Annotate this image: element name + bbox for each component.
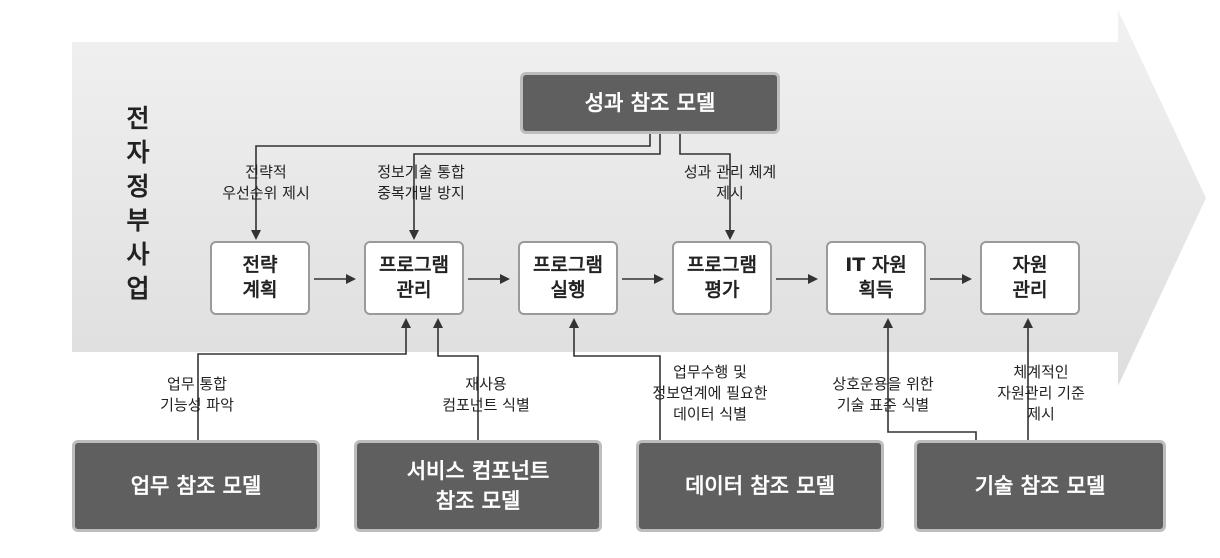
performance-reference-model: 성과 참조 모델 [520, 72, 780, 134]
perf-to-evaluation [679, 132, 735, 240]
note-performance-system: 성과 관리 체계 제시 [683, 163, 777, 202]
perf-to-program-mgmt [409, 132, 661, 240]
step-resource-management: 자원 관리 [980, 241, 1080, 315]
business-to-program-mgmt [197, 318, 411, 440]
note-data-identification: 업무수행 및 정보연계에 필요한 데이터 식별 [652, 363, 768, 423]
title-char: 부 [126, 206, 150, 235]
business-reference-model: 업무 참조 모델 [72, 440, 320, 532]
step-it-resource-acquisition: IT 자원 획득 [826, 241, 926, 315]
title-char: 전 [126, 104, 150, 133]
note-resource-criteria: 체계적인 자원관리 기준 제시 [997, 363, 1085, 423]
title-char: 업 [126, 274, 150, 303]
title-char: 사 [126, 240, 150, 269]
perf-to-strategy [251, 132, 651, 240]
tech-to-acquisition [883, 318, 977, 440]
data-to-execution [569, 318, 661, 440]
vertical-title: 전 자 정 부 사 업 [118, 102, 158, 306]
service-to-program-mgmt [433, 318, 479, 440]
title-char: 자 [126, 138, 150, 167]
note-tech-standards: 상호운용을 위한 기술 표준 식별 [832, 375, 934, 414]
note-it-integration: 정보기술 통합 중복개발 방지 [377, 163, 465, 202]
note-business-integration: 업무 통합 기능성 파악 [160, 375, 234, 414]
note-strategic-priority: 전략적 우선순위 제시 [222, 163, 310, 202]
step-strategic-planning: 전략 계획 [210, 241, 310, 315]
title-char: 정 [126, 172, 150, 201]
step-program-management: 프로그램 관리 [364, 241, 464, 315]
step-program-execution: 프로그램 실행 [518, 241, 618, 315]
note-reusable-components: 재사용 컴포넌트 식별 [442, 375, 530, 414]
data-reference-model: 데이터 참조 모델 [636, 440, 884, 532]
service-component-reference-model: 서비스 컴포넌트 참조 모델 [354, 440, 602, 532]
step-program-evaluation: 프로그램 평가 [672, 241, 772, 315]
technical-reference-model: 기술 참조 모델 [914, 440, 1166, 532]
